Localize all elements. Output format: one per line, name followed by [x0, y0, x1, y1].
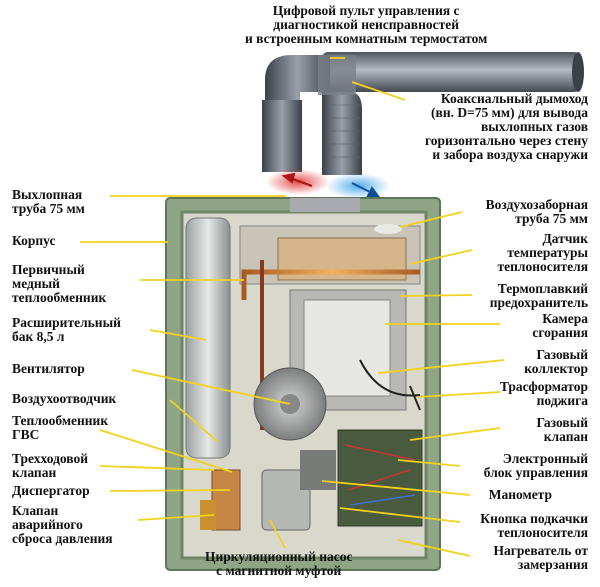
- arrow-right-icon: [351, 182, 380, 197]
- label-air-intake-pipe: Воздухозаборная труба 75 мм: [485, 197, 588, 226]
- label-three-way-valve: Трехходовой клапан: [12, 451, 89, 480]
- exhaust-glow: [266, 169, 330, 195]
- coaxial-flue: [262, 52, 584, 175]
- label-gas-collector: Газовый коллектор: [524, 347, 588, 376]
- label-exhaust-pipe: Выхлопная труба 75 мм: [12, 187, 85, 216]
- label-control-panel: Цифровой пульт управления с диагностикой…: [245, 3, 488, 46]
- label-manometer: Манометр: [488, 487, 552, 502]
- label-coaxial-flue: Коаксиальный дымоход (вн. D=75 мм) для в…: [424, 91, 588, 162]
- label-fill-button: Кнопка подкачки теплоносителя: [480, 511, 588, 540]
- copper-pipes: [241, 269, 420, 470]
- label-thermal-fuse: Термоплавкий предохранитель: [489, 281, 588, 310]
- label-electronic-unit: Электронный блок управления: [483, 451, 588, 480]
- electronic-board: [337, 429, 423, 527]
- label-dhw-exchanger: Теплообменник ГВС: [12, 413, 109, 442]
- label-primary-exchanger: Первичный медный теплообменник: [12, 262, 107, 305]
- circulation-pump: [261, 469, 311, 531]
- label-expansion-tank: Расширительный бак 8,5 л: [12, 315, 121, 344]
- label-temp-sensor: Датчик температуры теплоносителя: [497, 231, 588, 274]
- label-disperser: Диспергатор: [12, 483, 90, 498]
- label-housing: Корпус: [12, 233, 56, 248]
- leader-lines: [80, 57, 505, 557]
- label-ignition-transformer: Трасформатор поджига: [499, 379, 588, 408]
- label-fan: Вентилятор: [12, 361, 85, 376]
- label-relief-valve: Клапан аварийного сброса давления: [12, 503, 113, 546]
- label-frost-heater: Нагреватель от замерзания: [493, 543, 589, 572]
- label-gas-valve: Газовый клапан: [536, 415, 588, 444]
- label-chamber: Камера сгорания: [532, 311, 588, 340]
- label-air-vent: Воздухоотводчик: [12, 391, 117, 406]
- arrow-left-icon: [281, 172, 313, 187]
- expansion-tank: [185, 217, 231, 459]
- label-circ-pump: Циркуляционный насос с магнитной муфтой: [205, 549, 353, 578]
